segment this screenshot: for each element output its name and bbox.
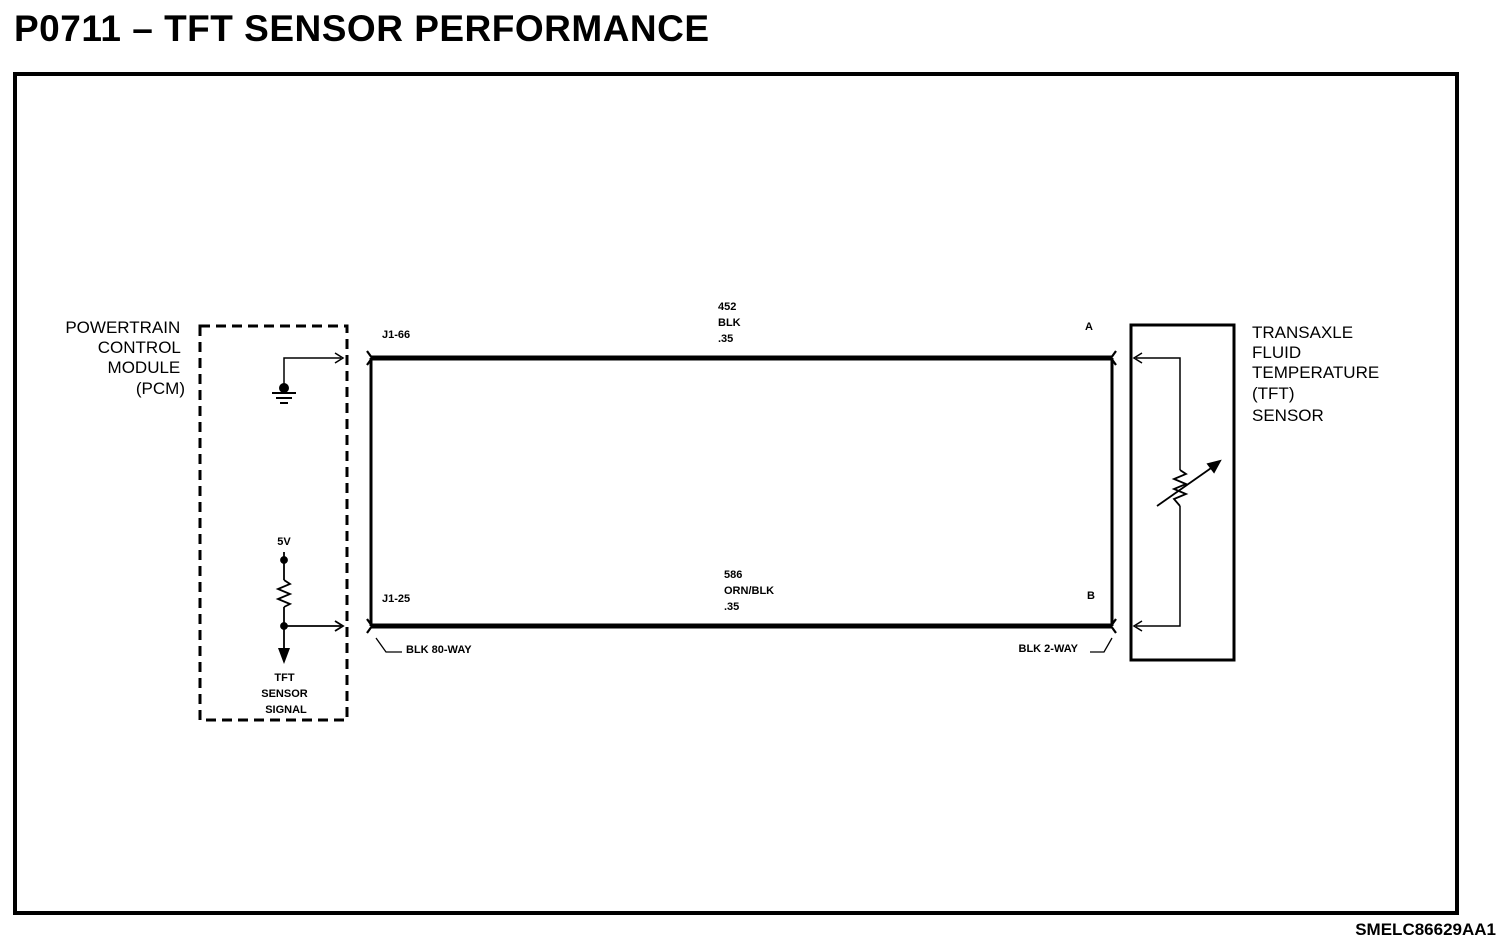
page-title: P0711 – TFT SENSOR PERFORMANCE (14, 8, 710, 49)
tft-signal-label: TFT SENSOR SIGNAL (261, 672, 311, 716)
pull-up-resistor-icon (275, 552, 345, 650)
sensor-wiring (1132, 352, 1181, 632)
pcm-connector-label: BLK 80-WAY (406, 644, 472, 656)
pcm-pin-bottom: J1-25 (382, 593, 410, 605)
thermistor-icon (1156, 459, 1222, 507)
sensor-box (1129, 323, 1236, 662)
diagram-frame (13, 72, 1459, 915)
ground-icon (272, 383, 296, 404)
pcm-connector-leader (375, 637, 402, 653)
pcm-box (198, 324, 349, 722)
ground-circuit (283, 352, 345, 386)
sensor-connector-label: BLK 2-WAY (1019, 643, 1079, 655)
sensor-pin-bottom: B (1087, 590, 1095, 602)
pcm-pin-top: J1-66 (382, 329, 410, 341)
supply-voltage-label: 5V (277, 536, 291, 548)
connector-pins (366, 350, 1117, 634)
pcm-label: POWERTRAIN CONTROL MODULE (PCM) (65, 318, 185, 398)
harness-wires (369, 355, 1114, 629)
signal-arrow-icon (278, 648, 290, 664)
sensor-label: TRANSAXLE FLUID TEMPERATURE (TFT) SENSOR (1252, 323, 1384, 425)
sensor-pin-top: A (1085, 321, 1093, 333)
sensor-connector-leader (1090, 637, 1113, 653)
circuit-label-bottom: 586 ORN/BLK .35 (724, 569, 777, 613)
figure-code: SMELC86629AA1 (1355, 920, 1496, 939)
circuit-label-top: 452 BLK .35 (718, 301, 744, 345)
